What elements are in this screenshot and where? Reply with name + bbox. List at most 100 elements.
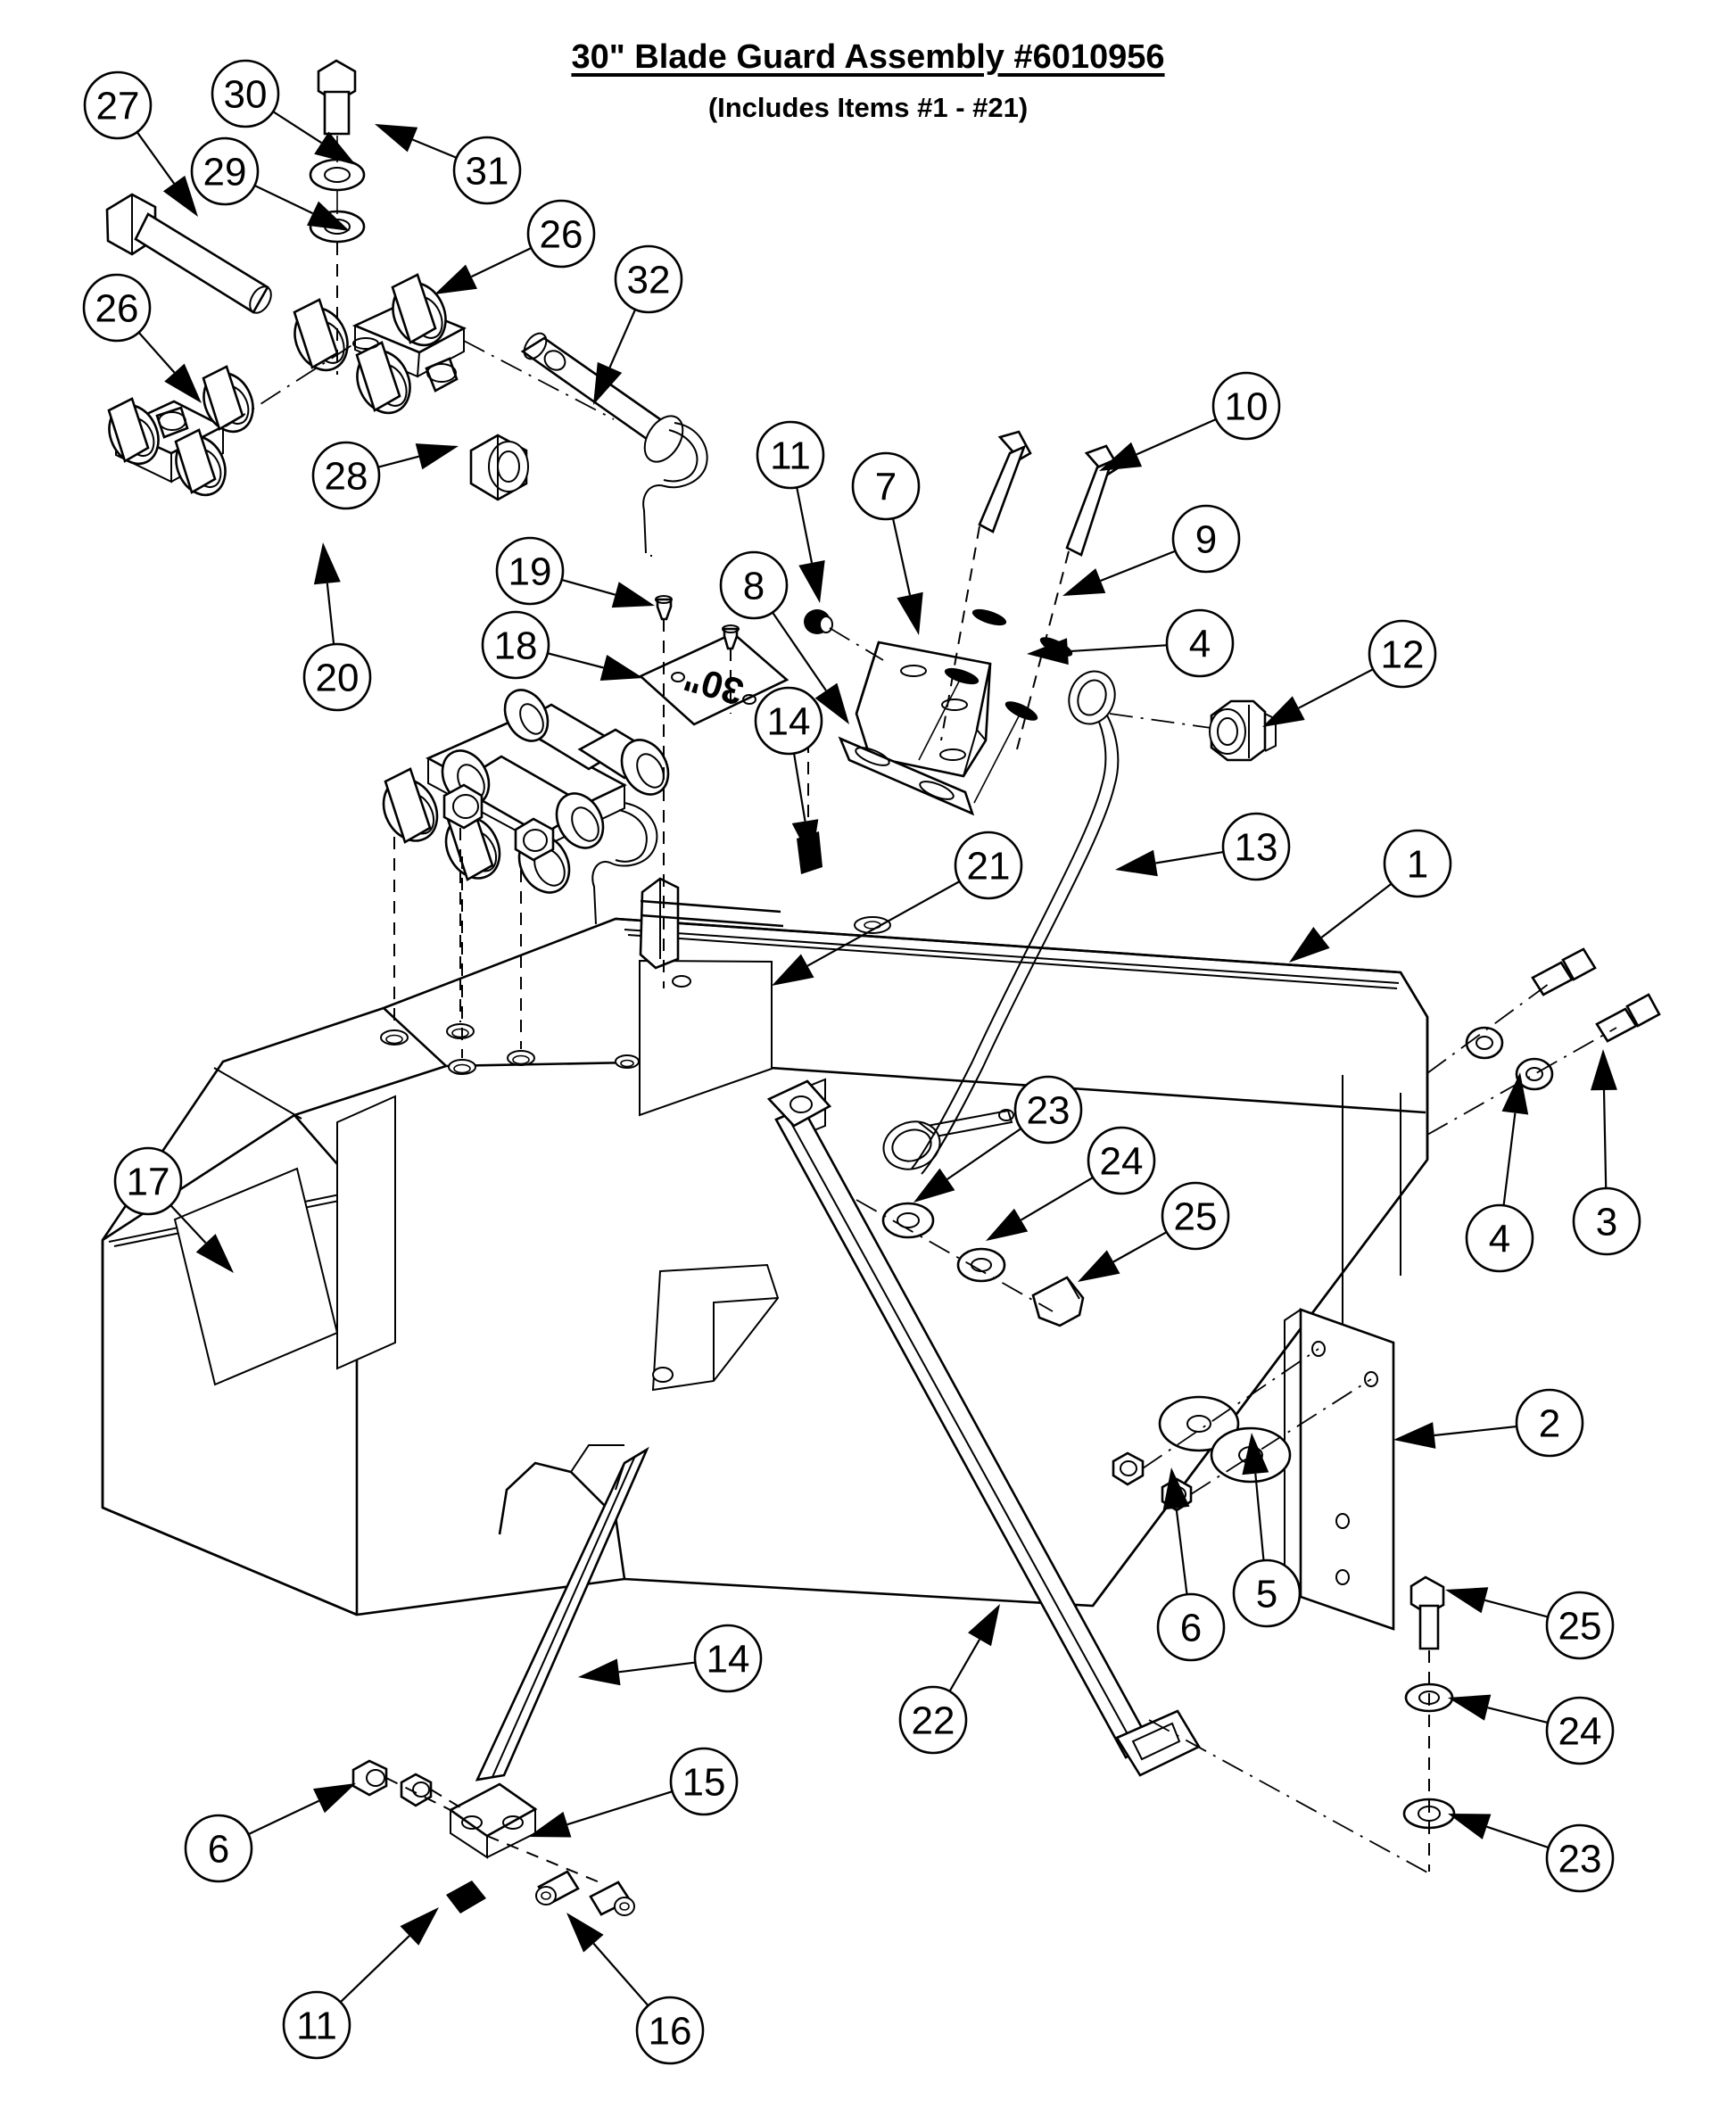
leader-line <box>793 754 806 822</box>
callout-bubble[interactable] <box>898 1685 968 1755</box>
callout-bubble[interactable] <box>719 550 789 620</box>
leader-arrowhead-icon <box>313 542 341 585</box>
callout-17[interactable]: 17 <box>113 1146 234 1273</box>
callout-2[interactable]: 2 <box>1393 1388 1584 1458</box>
callout-22[interactable]: 22 <box>898 1604 1000 1755</box>
callout-bubble[interactable] <box>1013 1075 1083 1145</box>
callout-bubble[interactable] <box>190 136 260 206</box>
callout-25[interactable]: 25 <box>1078 1181 1230 1282</box>
callout-30[interactable]: 30 <box>211 59 356 165</box>
callout-number: 12 <box>1381 633 1425 677</box>
mount-plate-2 <box>1284 1308 1395 1631</box>
callout-bubble[interactable] <box>311 441 381 510</box>
callout-18[interactable]: 18 <box>481 610 643 681</box>
callout-number: 32 <box>627 259 671 302</box>
callout-bubble[interactable] <box>1232 1558 1302 1628</box>
callout-bubble[interactable] <box>1515 1388 1584 1458</box>
callout-23[interactable]: 23 <box>913 1075 1083 1203</box>
callout-bubble[interactable] <box>1221 812 1291 881</box>
callout-number: 31 <box>466 150 509 194</box>
callout-bubble[interactable] <box>83 70 153 140</box>
callout-11[interactable]: 11 <box>282 1907 439 2060</box>
callout-bubble[interactable] <box>452 136 522 205</box>
callout-6[interactable]: 6 <box>1156 1467 1226 1662</box>
callout-bubble[interactable] <box>302 642 372 712</box>
callout-10[interactable]: 10 <box>1099 371 1281 471</box>
callout-bubble[interactable] <box>693 1624 763 1693</box>
callout-19[interactable]: 19 <box>495 536 655 608</box>
callout-24[interactable]: 24 <box>1448 1694 1615 1765</box>
callout-bubble[interactable] <box>754 686 823 756</box>
callout-bubble[interactable] <box>1161 1181 1230 1251</box>
callout-number: 7 <box>875 466 897 509</box>
callout-bubble[interactable] <box>1465 1203 1534 1273</box>
callout-bubble[interactable] <box>614 244 683 314</box>
callout-25[interactable]: 25 <box>1445 1587 1615 1660</box>
callout-26[interactable]: 26 <box>434 199 596 294</box>
callout-number: 1 <box>1407 843 1428 887</box>
callout-14[interactable]: 14 <box>578 1624 763 1693</box>
callout-13[interactable]: 13 <box>1115 812 1291 881</box>
callout-9[interactable]: 9 <box>1062 504 1241 596</box>
callout-bubble[interactable] <box>669 1747 739 1816</box>
fastener-stack-middle <box>856 1199 1085 1327</box>
callout-bubble[interactable] <box>1545 1696 1615 1765</box>
callout-29[interactable]: 29 <box>190 136 350 231</box>
callout-bubble[interactable] <box>184 1814 253 1883</box>
callout-5[interactable]: 5 <box>1232 1433 1302 1628</box>
leader-arrowhead-icon <box>1448 1814 1492 1839</box>
callout-16[interactable]: 16 <box>566 1913 705 2065</box>
callout-bubble[interactable] <box>481 610 550 680</box>
callout-bubble[interactable] <box>1165 608 1235 678</box>
callout-bubble[interactable] <box>1545 1823 1615 1893</box>
leader-line <box>608 310 636 368</box>
callout-bubble[interactable] <box>1383 829 1452 898</box>
callout-bubble[interactable] <box>282 1990 351 2060</box>
callout-bubble[interactable] <box>1368 619 1437 689</box>
leader-arrowhead-icon <box>528 1811 572 1838</box>
callout-bubble[interactable] <box>211 59 280 128</box>
callout-bubble[interactable] <box>851 451 921 521</box>
callout-bubble[interactable] <box>495 536 565 606</box>
callout-bubble[interactable] <box>1572 1186 1641 1256</box>
callout-28[interactable]: 28 <box>311 441 459 510</box>
callout-6[interactable]: 6 <box>184 1783 356 1883</box>
callout-24[interactable]: 24 <box>986 1126 1156 1241</box>
callout-4[interactable]: 4 <box>1465 1072 1534 1273</box>
callout-14[interactable]: 14 <box>754 686 823 862</box>
callout-15[interactable]: 15 <box>528 1747 739 1838</box>
callout-bubble[interactable] <box>1156 1592 1226 1662</box>
callout-bubble[interactable] <box>1087 1126 1156 1195</box>
callout-27[interactable]: 27 <box>83 70 198 217</box>
leader-line <box>1112 1231 1167 1263</box>
callout-bubble[interactable] <box>954 831 1023 900</box>
callout-bubble[interactable] <box>1545 1591 1615 1660</box>
callout-7[interactable]: 7 <box>851 451 923 635</box>
callout-3[interactable]: 3 <box>1572 1049 1641 1256</box>
callout-8[interactable]: 8 <box>719 550 849 724</box>
callout-12[interactable]: 12 <box>1262 619 1437 727</box>
callout-bubble[interactable] <box>526 199 596 269</box>
leader-arrowhead-icon <box>599 655 643 681</box>
callout-21[interactable]: 21 <box>772 831 1023 986</box>
callout-11[interactable]: 11 <box>756 420 825 603</box>
callout-32[interactable]: 32 <box>593 244 683 405</box>
callout-31[interactable]: 31 <box>375 124 522 205</box>
valve-cluster-20 <box>382 689 670 1058</box>
callout-number: 28 <box>325 455 368 499</box>
callout-bubble[interactable] <box>82 273 152 343</box>
callout-bubble[interactable] <box>635 1996 705 2065</box>
callout-4[interactable]: 4 <box>1027 608 1235 678</box>
callout-26[interactable]: 26 <box>82 273 202 403</box>
callout-bubble[interactable] <box>756 420 825 490</box>
leader-line <box>1067 644 1167 653</box>
callout-bubble[interactable] <box>1171 504 1241 574</box>
callout-1[interactable]: 1 <box>1289 829 1452 963</box>
callout-20[interactable]: 20 <box>302 542 372 712</box>
callout-23[interactable]: 23 <box>1448 1814 1615 1893</box>
leader-arrowhead-icon <box>375 124 418 153</box>
lanyard-13 <box>911 670 1225 1175</box>
leader-line <box>592 1942 649 2006</box>
callout-bubble[interactable] <box>113 1146 183 1216</box>
callout-bubble[interactable] <box>1211 371 1281 441</box>
